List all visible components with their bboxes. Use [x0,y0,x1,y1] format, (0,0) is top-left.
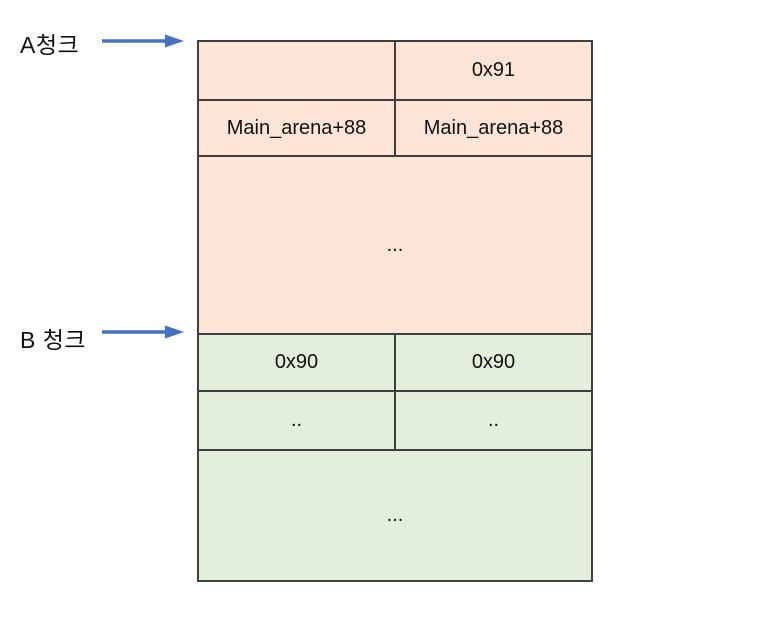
chunk-b-fd-bk-row: .. .. [199,390,591,449]
chunk-a-size-cell: 0x91 [394,42,591,99]
chunk-a-fd-bk-row: Main_arena+88 Main_arena+88 [199,99,591,155]
chunk-b-label: B 청크 [20,327,87,353]
chunk-a-fd-cell: Main_arena+88 [199,101,394,155]
chunk-a-label: A청크 [20,32,80,58]
chunk-b-prevsize-cell: 0x90 [199,335,394,390]
chunk-a-arrow-icon [102,34,184,48]
memory-layout-table: 0x91 Main_arena+88 Main_arena+88 ... 0x9… [197,40,593,582]
chunk-b-data-row: ... [199,449,591,580]
chunk-a-bk-cell: Main_arena+88 [394,101,591,155]
chunk-a-data-row: ... [199,155,591,333]
chunk-a-data-cell: ... [199,157,591,333]
chunk-b-bk-cell: .. [394,392,591,449]
chunk-b-data-cell: ... [199,451,591,580]
chunk-a-prevsize-cell [199,42,394,99]
chunk-b-fd-cell: .. [199,392,394,449]
chunk-b-size-cell: 0x90 [394,335,591,390]
chunk-b-arrow-icon [102,325,184,339]
chunk-a-header-row: 0x91 [199,42,591,99]
chunk-b-header-row: 0x90 0x90 [199,333,591,390]
